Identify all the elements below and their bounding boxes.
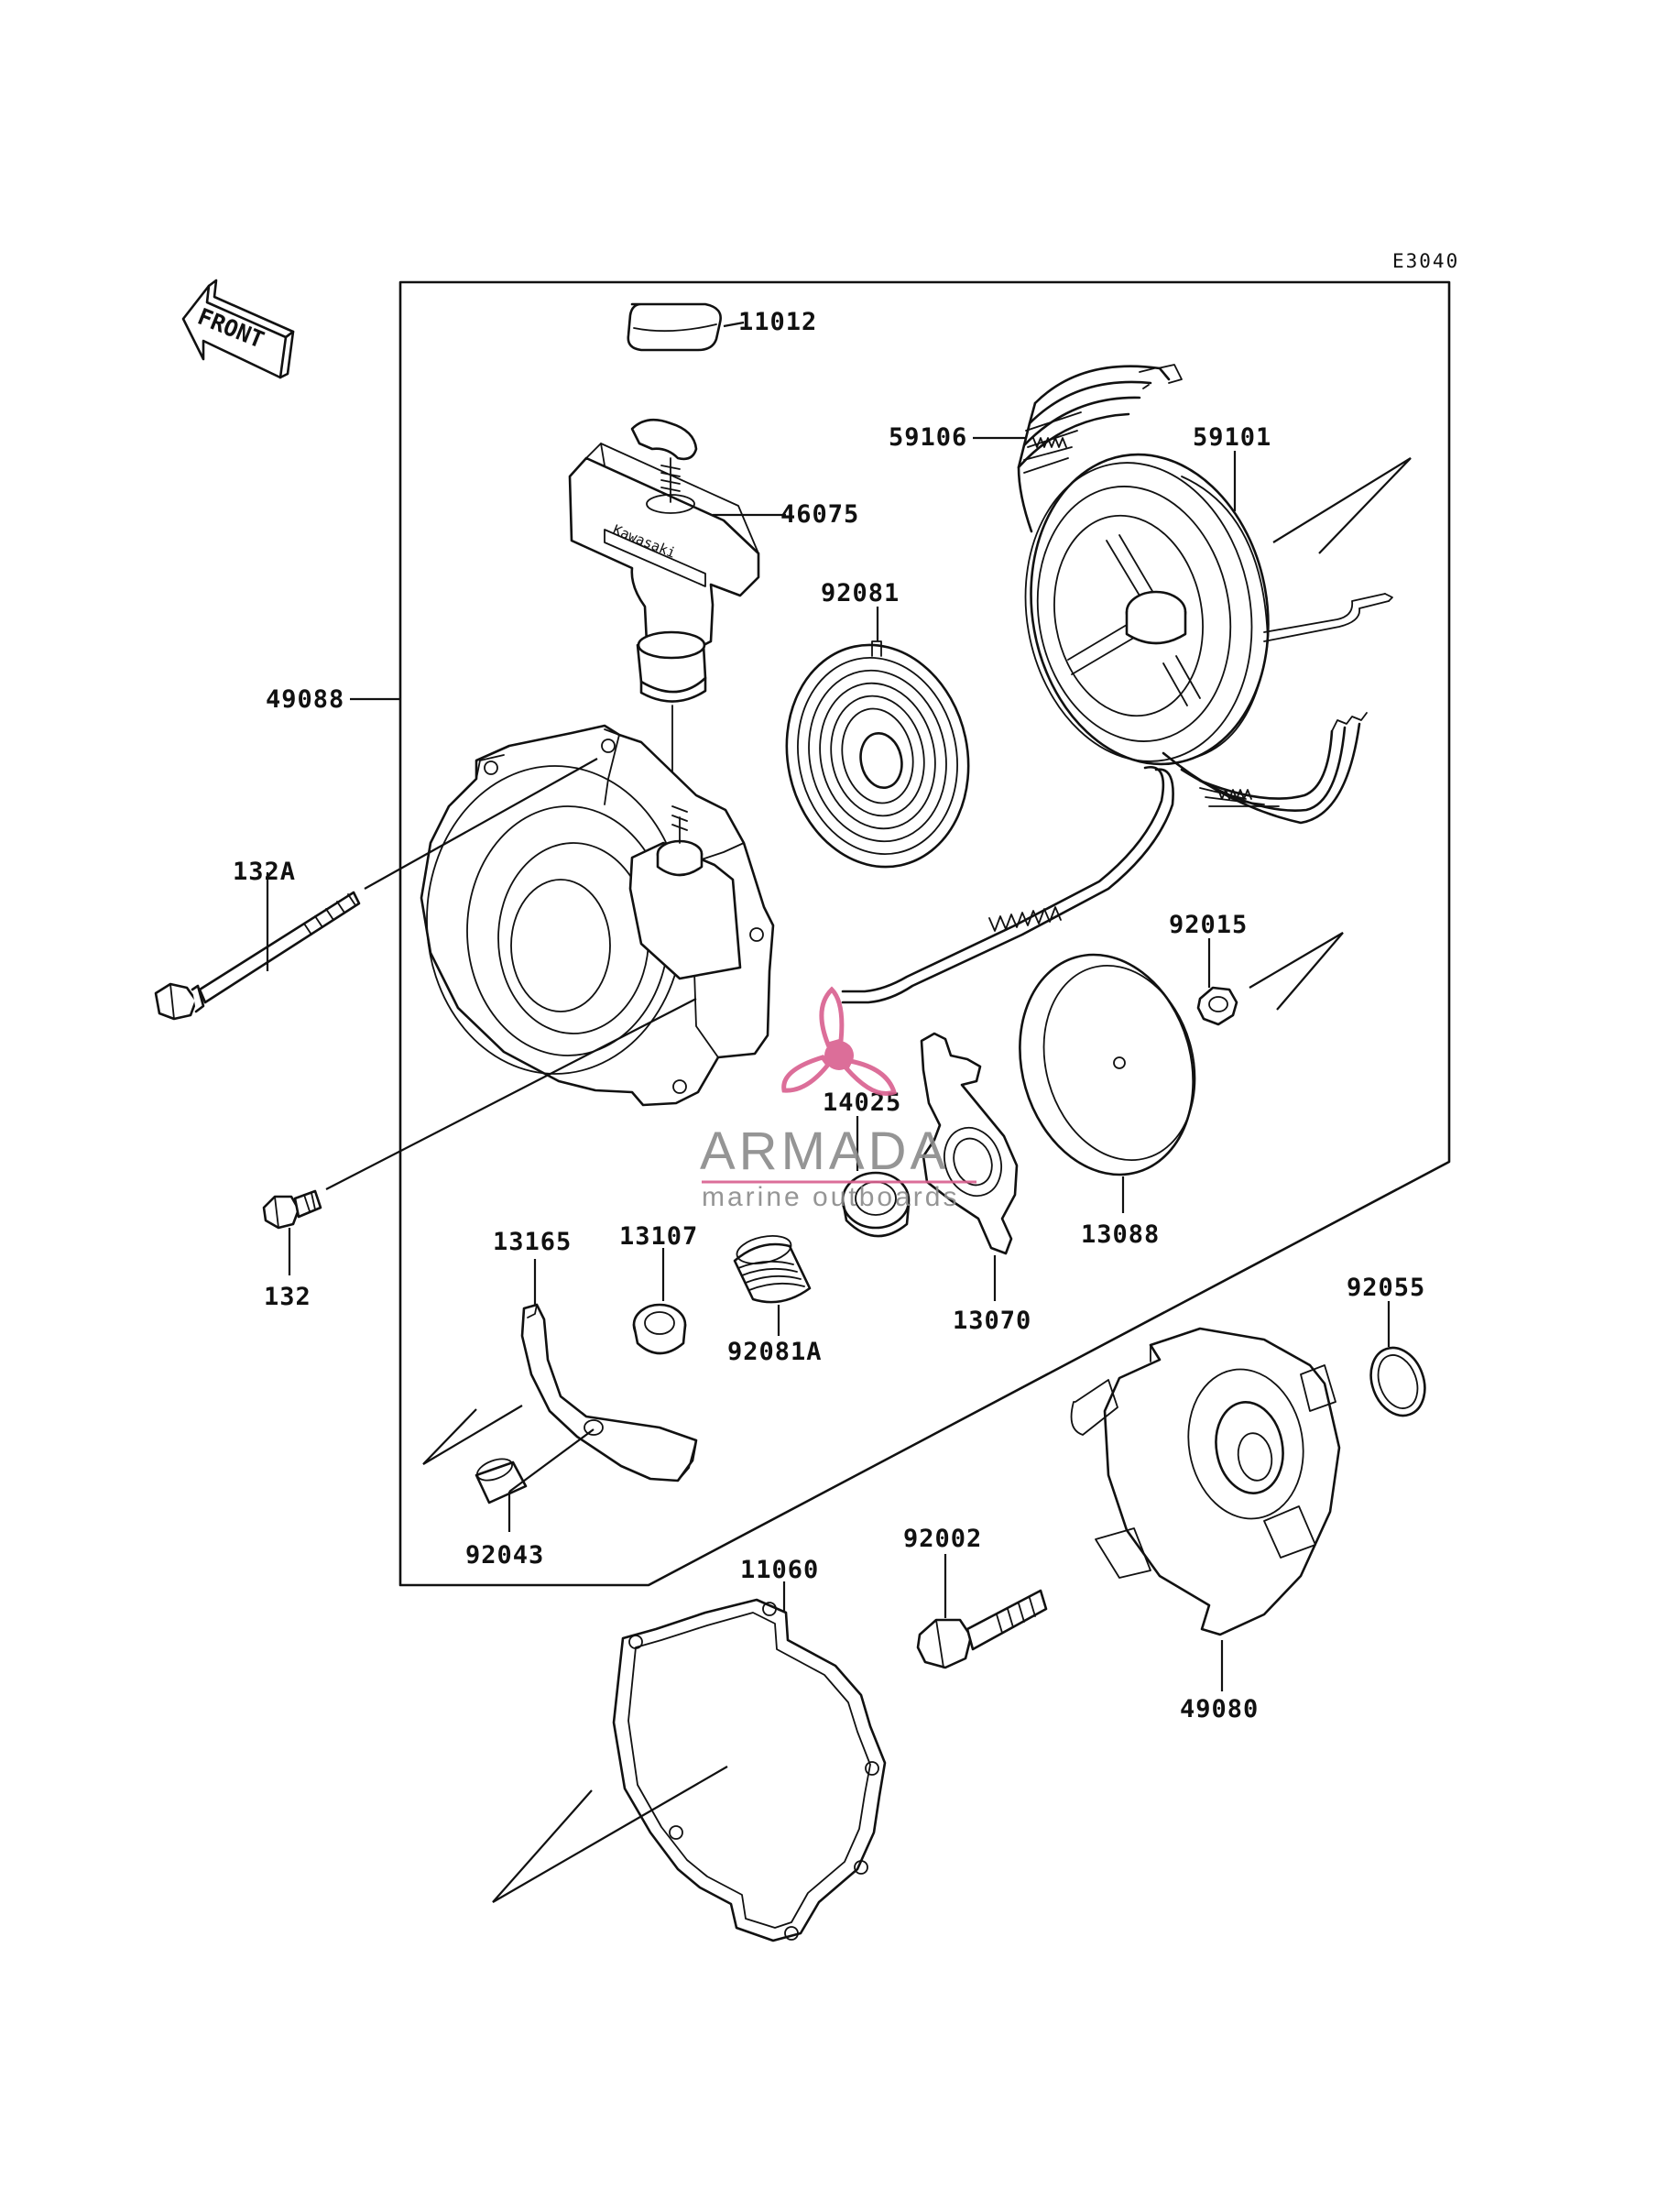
- part-49080-pulley: [1070, 1327, 1341, 1636]
- label-13107: 13107: [619, 1222, 698, 1251]
- label-92015: 92015: [1169, 911, 1248, 939]
- label-92081: 92081: [821, 579, 900, 607]
- front-arrow-icon: FRONT: [181, 279, 295, 379]
- part-92043-pin: [475, 1458, 528, 1504]
- label-49088: 49088: [266, 685, 344, 714]
- label-11012: 11012: [738, 308, 817, 336]
- assembly-boundary: [398, 280, 1451, 1587]
- part-92015-nut: [1196, 986, 1238, 1026]
- label-46075: 46075: [780, 500, 859, 529]
- label-132: 132: [264, 1283, 311, 1311]
- part-59101-reel: [1024, 453, 1393, 766]
- label-92043: 92043: [465, 1541, 544, 1570]
- label-59101: 59101: [1193, 423, 1271, 452]
- part-13165-ratchet: [520, 1303, 698, 1482]
- part-132A-bolt: [154, 891, 361, 1021]
- propeller-logo-icon: [781, 986, 898, 1096]
- label-49080: 49080: [1180, 1695, 1259, 1723]
- label-132A: 132A: [233, 858, 296, 886]
- watermark: ARMADA marine outboards: [700, 986, 976, 1212]
- label-92081A: 92081A: [727, 1338, 823, 1366]
- label-11060: 11060: [740, 1556, 819, 1584]
- part-132-bolt: [262, 1189, 322, 1230]
- front-label: FRONT: [194, 303, 268, 354]
- label-13088: 13088: [1081, 1220, 1160, 1249]
- part-92002-bolt: [916, 1589, 1048, 1669]
- part-49088-case: [420, 724, 775, 1107]
- part-92055-oring: [1369, 1346, 1426, 1417]
- part-13107-bushing: [632, 1303, 687, 1355]
- part-13088-plate: [1019, 953, 1196, 1176]
- label-92055: 92055: [1347, 1274, 1425, 1302]
- part-59106-rope: [1017, 364, 1183, 533]
- part-92081A-spring: [733, 1235, 812, 1304]
- watermark-name: ARMADA: [700, 1121, 949, 1181]
- watermark-tagline: marine outboards: [702, 1182, 959, 1212]
- label-13070: 13070: [953, 1307, 1031, 1335]
- part-11012-cap: [627, 302, 722, 352]
- part-92081-spring: [785, 640, 970, 869]
- label-13165: 13165: [493, 1228, 572, 1256]
- label-59106: 59106: [889, 423, 967, 452]
- diagram-ref-code: E3040: [1392, 250, 1459, 272]
- part-11060-gasket: [612, 1598, 887, 1942]
- part-59106-rope-lower: [1162, 712, 1368, 825]
- rope-guide-wire: [841, 765, 1174, 1004]
- label-92002: 92002: [903, 1525, 982, 1553]
- part-13070-guide: [920, 1032, 1019, 1255]
